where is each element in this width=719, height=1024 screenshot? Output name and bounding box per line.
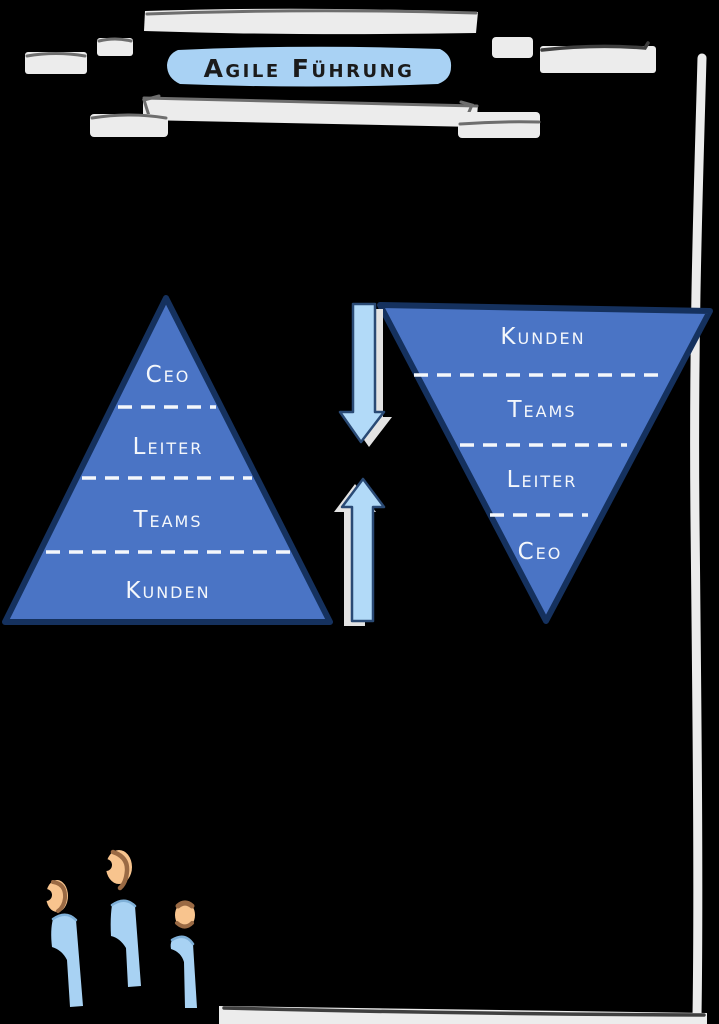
board-bar-lower-edge: [142, 96, 479, 108]
right-pyramid-level-4: Ceo: [518, 539, 563, 565]
board-block-bottom-left: [90, 114, 168, 137]
arrow-up-icon: [340, 477, 386, 623]
title-highlight: [167, 46, 452, 87]
left-pyramid-level-1: Ceo: [146, 362, 191, 388]
page-title: Agile Führung: [204, 54, 415, 83]
person-head-shade: [110, 849, 130, 891]
person-body: [170, 936, 197, 1008]
board-block-bottom-right-edge: [458, 120, 541, 126]
board-bar-top: [144, 8, 478, 35]
board-bar-top-edge: [145, 9, 478, 16]
board-block-right-small: [492, 37, 533, 58]
left-pyramid-level-4: Kunden: [125, 578, 210, 604]
person-head-notch: [40, 889, 52, 901]
person-head: [175, 902, 195, 928]
board-block-right-large: [540, 46, 656, 73]
left-pyramid-shape: [2, 295, 333, 625]
person-head-shade: [175, 921, 194, 929]
person-figure: [100, 849, 141, 987]
board-block-right-large-edge: [540, 41, 650, 52]
arrow-down-icon: [338, 302, 386, 444]
title-banner: Agile Führung: [167, 46, 452, 87]
board-block-left-large-edge: [25, 52, 87, 58]
right-pyramid-level-2: Teams: [506, 397, 576, 423]
person-head-notch: [100, 859, 112, 871]
person-body: [51, 914, 83, 1007]
person-head-shade: [51, 880, 68, 913]
board-block-bottom-left-edge: [90, 113, 168, 120]
person-body: [110, 900, 141, 987]
agile-pyramid-right: Kunden Teams Leiter Ceo: [377, 302, 713, 624]
hierarchy-pyramid-left: Ceo Leiter Teams Kunden: [2, 295, 333, 625]
right-pyramid-level-1: Kunden: [500, 324, 585, 350]
whiteboard-frame: [25, 8, 707, 1024]
audience-figures: [40, 849, 197, 1008]
board-block-left-large: [25, 52, 87, 74]
person-body-edge: [110, 899, 137, 908]
left-pyramid-level-3: Teams: [132, 507, 202, 533]
right-pyramid-level-3: Leiter: [507, 467, 578, 493]
person-figure: [170, 900, 197, 1008]
board-block-left-small: [97, 38, 133, 56]
board-bar-lower-fold-left: [142, 94, 161, 121]
person-body-edge: [51, 913, 78, 922]
page-border-right: [690, 53, 707, 1021]
person-figure: [40, 880, 83, 1007]
board-block-bottom-right: [458, 112, 540, 138]
left-pyramid-level-2: Leiter: [133, 434, 204, 460]
transform-arrows: [334, 302, 392, 626]
person-body-edge: [170, 935, 195, 946]
board-block-left-small-edge: [97, 37, 133, 43]
page-border-bottom-edge: [222, 1006, 706, 1017]
right-pyramid-shape: [377, 302, 713, 624]
person-hair: [175, 900, 195, 909]
